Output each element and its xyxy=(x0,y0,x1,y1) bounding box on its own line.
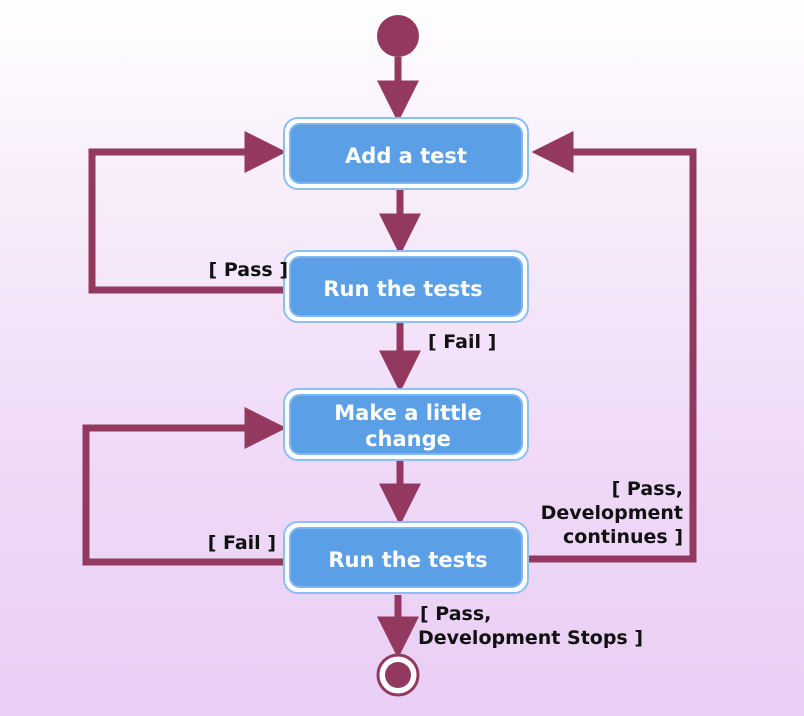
guard-pass-loop: [ Pass ] xyxy=(209,259,288,281)
flow-pass-continue xyxy=(528,131,697,563)
node-add-test-label: Add a test xyxy=(345,144,467,168)
guard-fail-loop: [ Fail ] xyxy=(208,532,276,554)
node-add-test: Add a test xyxy=(283,117,529,190)
flow-fail-loop-back xyxy=(82,407,287,566)
guard-pass-continue-line3: continues ] xyxy=(563,526,683,548)
start-node xyxy=(377,15,419,57)
node-make-change-label-line2: change xyxy=(365,427,451,451)
node-run-tests-2-label: Run the tests xyxy=(328,548,487,572)
flow-pass-loop-back xyxy=(88,131,287,294)
guard-pass-stop-line2: Development Stops ] xyxy=(418,627,643,649)
node-make-change: Make a little change xyxy=(283,388,529,461)
node-run-tests-1: Run the tests xyxy=(283,250,529,323)
guard-fail-1: [ Fail ] xyxy=(428,331,496,353)
guard-pass-continue-line1: [ Pass, xyxy=(612,478,683,500)
node-run-tests-1-label: Run the tests xyxy=(323,277,482,301)
guard-pass-continue-line2: Development xyxy=(541,502,683,524)
node-run-tests-2: Run the tests xyxy=(283,521,529,594)
node-make-change-label-line1: Make a little xyxy=(334,401,481,425)
end-node xyxy=(376,653,420,697)
guard-pass-stop-line1: [ Pass, xyxy=(420,603,491,625)
